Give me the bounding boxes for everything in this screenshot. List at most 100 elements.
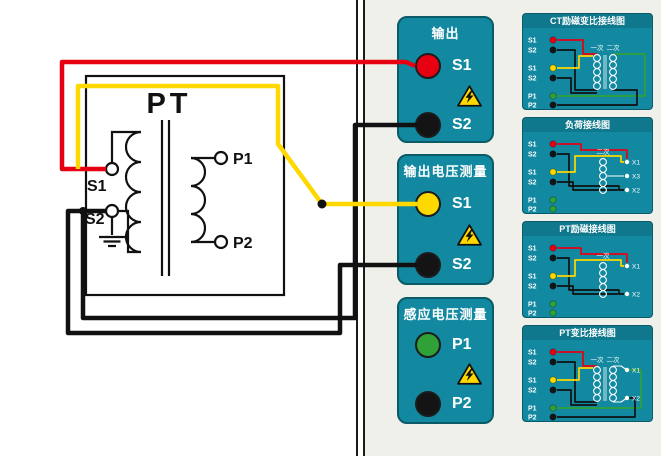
mini-wire-green — [557, 369, 642, 409]
mini-terminal-dot — [549, 413, 557, 421]
mini-terminal-label: S2 — [528, 48, 537, 55]
winding-turn — [599, 165, 607, 173]
mini-terminal-label: S2 — [528, 284, 537, 291]
winding-turn — [599, 158, 607, 166]
mini-wire-wire_black — [557, 285, 618, 295]
lightning-bolt-icon — [465, 90, 474, 104]
mini-terminal-dot — [549, 254, 557, 262]
mini-terminal-label: S1 — [528, 170, 537, 177]
mini-terminal-dot — [549, 244, 557, 252]
mini-terminal-dot — [549, 300, 557, 308]
mini-terminal-label: P2 — [528, 311, 537, 318]
winding-turn — [593, 54, 601, 62]
mini-terminal-label: S2 — [528, 152, 537, 159]
x-terminal-dot — [624, 159, 630, 165]
wire-junction-dot — [317, 199, 327, 209]
high-voltage-warning-icon — [456, 223, 483, 247]
mini-wiring-svg: 一次二次S1S2S1S2P1P2 — [528, 36, 646, 110]
mini-diagram-title: CT励磁变比接线图 — [523, 14, 652, 28]
winding-turn — [609, 387, 617, 395]
mini-wire-wire_black — [557, 361, 597, 403]
winding-turn — [609, 75, 617, 83]
mini-wire-wire_black — [557, 397, 636, 418]
output-s1-terminal — [415, 53, 441, 79]
mini-terminal-dot — [549, 282, 557, 290]
mini-terminal-label: P1 — [528, 94, 537, 101]
x-terminal-dot — [624, 173, 630, 179]
mini-terminal-dot — [549, 64, 557, 72]
mini-wire-yellow — [557, 259, 624, 277]
mini-wire-wire_black — [557, 89, 638, 106]
winding-turn — [593, 387, 601, 395]
winding-turn — [593, 366, 601, 374]
mini-terminal-label: S1 — [528, 378, 537, 385]
winding-turn — [593, 373, 601, 381]
mini-wire-yellow — [557, 55, 593, 69]
mini-terminal-label: P1 — [528, 406, 537, 413]
measure-s2-terminal — [415, 252, 441, 278]
high-voltage-warning-icon — [456, 362, 483, 386]
primary-coil — [124, 130, 142, 254]
winding-turn — [593, 61, 601, 69]
s2-lead — [118, 209, 141, 254]
panel-box-title: 输出 — [431, 26, 460, 41]
winding-tag: 二次 — [607, 355, 621, 364]
mini-terminal-label: S2 — [528, 76, 537, 83]
mini-terminal-dot — [549, 101, 557, 109]
mini-terminal-label: S2 — [528, 360, 537, 367]
terminal-label: S1 — [452, 57, 472, 74]
winding-turn — [593, 394, 601, 402]
winding-turn — [609, 380, 617, 388]
winding-turn — [599, 186, 607, 194]
winding-turn — [599, 262, 607, 270]
mini-wire-red — [557, 351, 597, 367]
winding-turn — [599, 172, 607, 180]
mini-terminal-dot — [549, 358, 557, 366]
winding-tag: 一次 — [591, 43, 605, 52]
panel-divider-line — [356, 0, 358, 456]
mini-terminal-label: S1 — [528, 66, 537, 73]
lightning-bolt-icon — [465, 368, 474, 382]
winding-turn — [599, 269, 607, 277]
measure-s1-terminal — [415, 191, 441, 217]
winding-turn — [609, 366, 617, 374]
mini-terminal-label: S1 — [528, 350, 537, 357]
mini-wire-wire_black — [557, 153, 624, 191]
mini-terminal-dot — [549, 376, 557, 384]
mini-terminal-dot — [549, 92, 557, 100]
winding-tag: 一次 — [591, 355, 605, 364]
mini-terminal-dot — [549, 348, 557, 356]
mini-terminal-label: S1 — [528, 38, 537, 45]
mini-terminal-label: S2 — [528, 388, 537, 395]
mini-terminal-label: S1 — [528, 246, 537, 253]
mini-terminal-label: S2 — [528, 256, 537, 263]
x-terminal-dot — [624, 367, 630, 373]
mini-terminal-label: P2 — [528, 103, 537, 110]
winding-turn — [599, 276, 607, 284]
terminal-row: S2 — [415, 112, 472, 138]
mini-terminal-label: P2 — [528, 207, 537, 214]
mini-wiring-svg: 一次二次X1X2S1S2S1S2P1P2 — [528, 348, 642, 421]
terminal-label: S2 — [452, 256, 472, 273]
mini-terminal-dot — [549, 386, 557, 394]
schematic-frame — [84, 74, 286, 297]
mini-wire-yellow — [557, 367, 593, 381]
p1-node — [213, 150, 229, 166]
wire-junction-dot — [79, 207, 87, 215]
secondary-coil — [190, 156, 207, 244]
mini-terminal-dot — [549, 74, 557, 82]
winding-turn — [609, 68, 617, 76]
s2-node — [104, 203, 120, 219]
terminal-label: S1 — [452, 195, 472, 212]
terminal-row: P2 — [415, 391, 472, 417]
mini-wire-red — [557, 39, 597, 55]
mini-terminal-label: S1 — [528, 274, 537, 281]
mini-terminal-dot — [549, 404, 557, 412]
mini-terminal-dot — [549, 46, 557, 54]
x-terminal-label: X2 — [632, 188, 640, 195]
x-terminal-label: X1 — [632, 368, 640, 375]
winding-turn — [609, 373, 617, 381]
induced-p1-terminal — [415, 332, 441, 358]
mini-terminal-dot — [549, 272, 557, 280]
winding-turn — [599, 290, 607, 298]
